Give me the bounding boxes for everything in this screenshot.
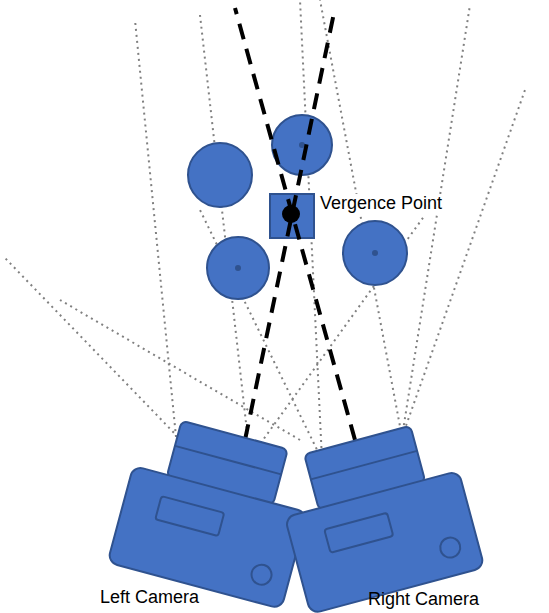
camera-label: Left Camera: [98, 588, 201, 608]
vergence-dot: [282, 205, 300, 223]
vergence-marker: [270, 194, 314, 238]
optical-axes: [235, 8, 355, 440]
field-of-view-lines: [5, 0, 525, 460]
right-camera: [270, 417, 484, 613]
point-label: Vergence Point: [318, 194, 444, 214]
left-camera: [107, 412, 321, 609]
camera-label: Right Camera: [366, 590, 481, 610]
